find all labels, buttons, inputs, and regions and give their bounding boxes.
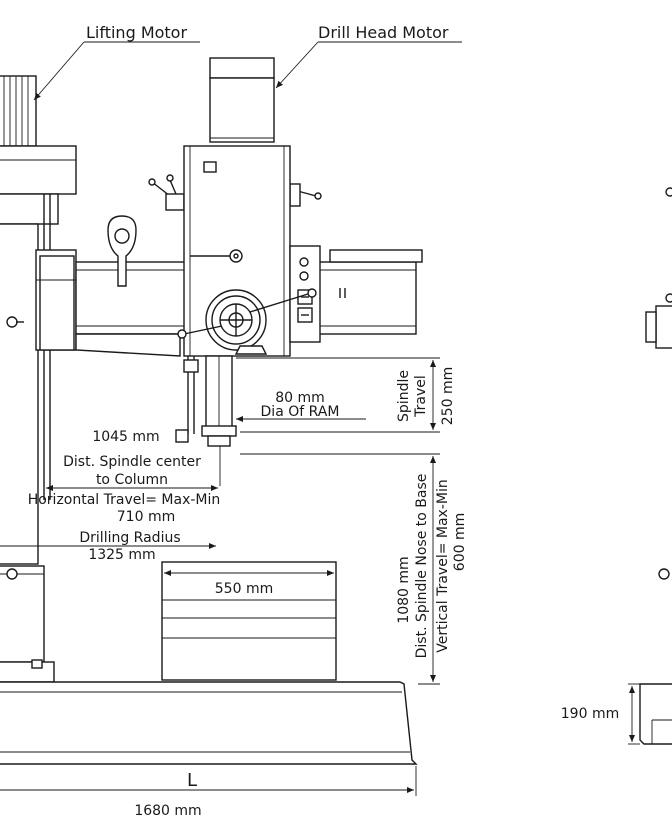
dist-spindle-column-label-2: to Column	[96, 472, 168, 488]
base-length-label: L	[187, 770, 197, 791]
lifting-motor	[0, 75, 77, 225]
side-view	[639, 187, 672, 745]
vertical-travel-value: 600 mm	[452, 513, 468, 571]
spindle-ram	[175, 355, 237, 447]
spindle-travel-label-2: Travel	[413, 375, 429, 418]
vertical-travel-label: Vertical Travel= Max-Min	[435, 479, 451, 653]
dim-spindle-travel: Spindle Travel 250 mm	[236, 357, 456, 433]
drill-head-motor	[209, 57, 275, 143]
dim-table-width: 550 mm	[164, 570, 334, 597]
horizontal-travel-value: 710 mm	[117, 509, 175, 525]
dim-drilling-radius: Drilling Radius 1325 mm	[0, 530, 216, 563]
machine-base	[0, 681, 418, 765]
arm-levers	[148, 174, 322, 211]
dim-base-height: 190 mm	[561, 683, 640, 745]
work-table	[161, 561, 337, 681]
base-length-value: 1680 mm	[134, 803, 201, 819]
column	[0, 194, 77, 683]
drilling-radius-value: 1325 mm	[88, 547, 155, 563]
spindle-nose-base-label: Dist. Spindle Nose to Base	[414, 474, 430, 659]
drilling-radius-label: Drilling Radius	[79, 530, 180, 546]
spindle-travel-label-1: Spindle	[396, 370, 412, 422]
lifting-motor-label: Lifting Motor	[86, 23, 187, 42]
dist-spindle-column-label-1: Dist. Spindle center	[63, 454, 201, 470]
dist-spindle-column-value: 1045 mm	[92, 429, 159, 445]
callout-lifting-motor: Lifting Motor	[33, 23, 200, 101]
base-height-value: 190 mm	[561, 706, 619, 722]
ram-dia-label: Dia Of RAM	[261, 404, 340, 420]
horizontal-travel-label: Horizontal Travel= Max-Min	[28, 492, 221, 508]
dim-spindle-to-column: 1045 mm Dist. Spindle center to Column	[46, 429, 221, 491]
spindle-travel-value: 250 mm	[440, 367, 456, 425]
drill-head-motor-label: Drill Head Motor	[318, 23, 449, 42]
dim-horizontal-travel: Horizontal Travel= Max-Min 710 mm	[28, 492, 221, 525]
spindle-nose-base-value: 1080 mm	[396, 556, 412, 623]
dim-base-length: L 1680 mm	[0, 766, 417, 819]
ram-dia-value: 80 mm	[275, 390, 325, 406]
lifting-eye	[107, 215, 137, 287]
dim-ram-diameter: 80 mm Dia Of RAM	[236, 390, 366, 422]
table-width-value: 550 mm	[215, 581, 273, 597]
dim-spindle-nose-to-base: 1080 mm Dist. Spindle Nose to Base Verti…	[240, 453, 468, 685]
callout-drill-head-motor: Drill Head Motor	[275, 23, 462, 89]
drill-head	[177, 145, 321, 357]
